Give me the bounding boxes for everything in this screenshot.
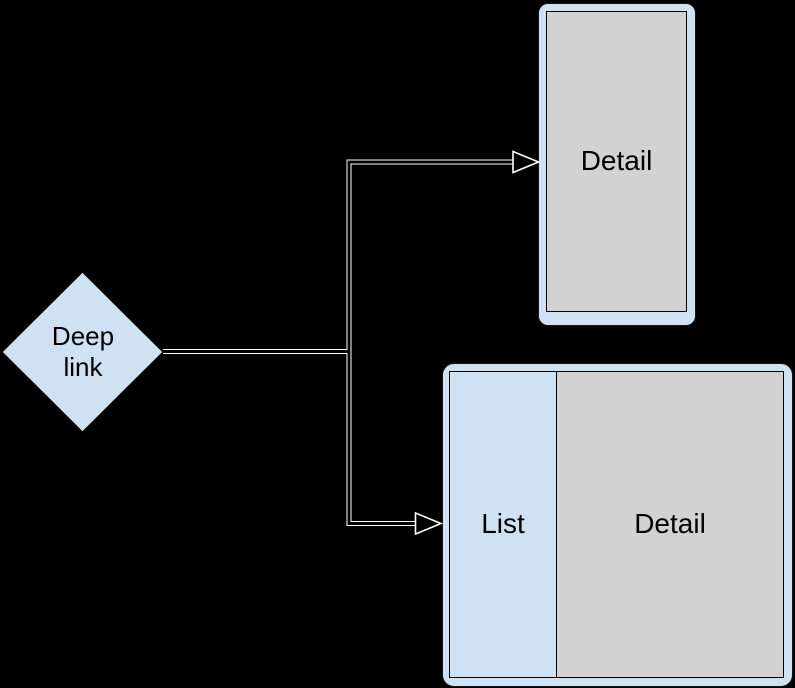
connector-deeplink-to-detail-casing <box>163 159 514 354</box>
phone-detail-pane: Detail <box>546 11 687 312</box>
tablet-detail-label: Detail <box>634 508 706 540</box>
tablet-screen-frame: List Detail <box>442 363 793 687</box>
deep-link-label: Deep link <box>51 320 115 382</box>
arrowhead-to-listdetail-icon <box>414 511 444 536</box>
arrowhead-to-detail-icon <box>512 150 541 174</box>
connector-deeplink-to-listdetail-core <box>163 350 417 525</box>
tablet-list-label: List <box>481 508 525 540</box>
tablet-list-pane: List <box>450 372 557 677</box>
phone-detail-label: Detail <box>580 145 653 177</box>
connector-deeplink-to-detail-core <box>163 160 514 353</box>
tablet-screen-body: List Detail <box>449 371 784 678</box>
tablet-detail-pane: Detail <box>557 372 783 677</box>
connector-deeplink-to-listdetail-casing <box>163 349 417 526</box>
phone-screen-frame: Detail <box>538 3 696 326</box>
